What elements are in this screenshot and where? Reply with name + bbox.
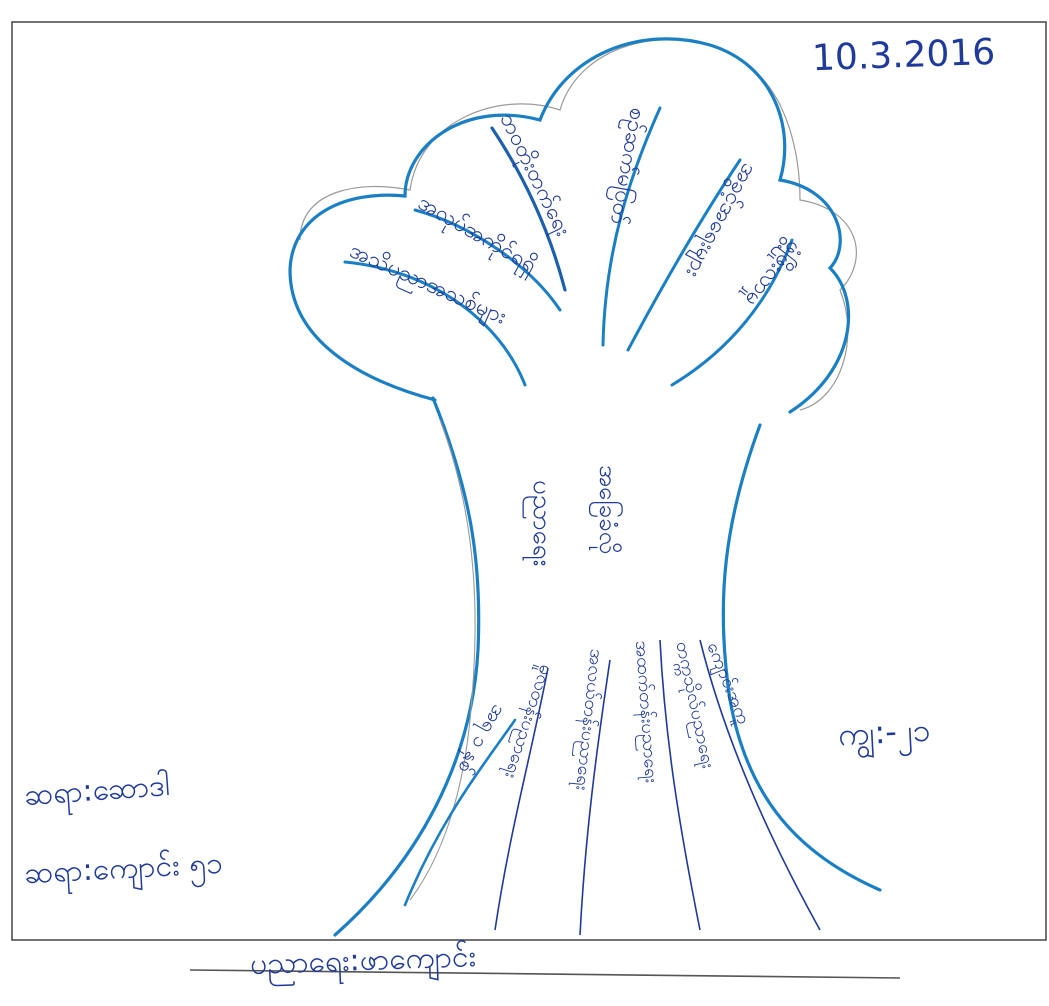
trunk-label-1: ပညာရေး — [529, 480, 555, 566]
trunk-right-edge — [723, 425, 880, 890]
count-label: ကျွ:-၂၁ — [837, 714, 931, 751]
trunk-left-edge — [335, 398, 479, 935]
date-label: 10.3.2016 — [811, 35, 995, 77]
subject-title: ပညာရေး:ဖာကျောင်း — [250, 942, 477, 980]
trunk-label-2: အခြေခံလို — [596, 465, 620, 554]
